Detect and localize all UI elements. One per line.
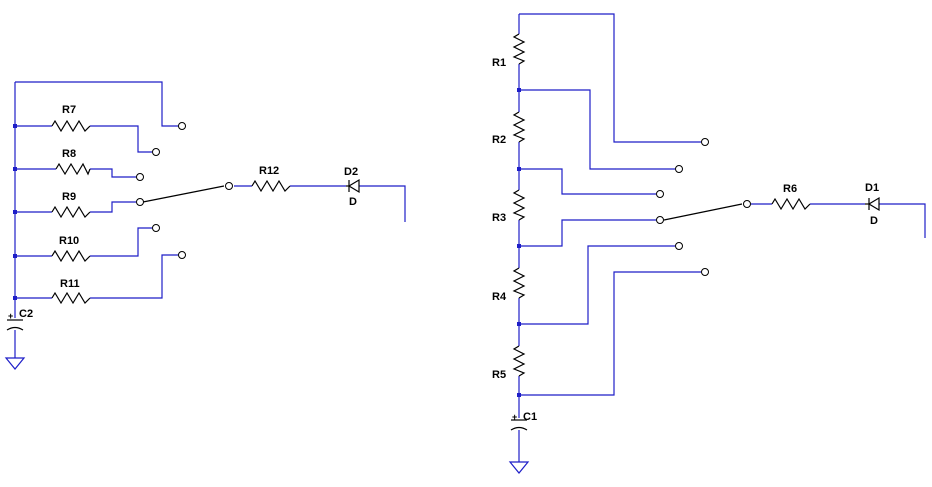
resistor-label: R5 [492, 369, 506, 381]
junction-dot [517, 244, 521, 248]
switch-terminal [701, 138, 709, 146]
resistor-label: R3 [492, 212, 506, 224]
switch-terminal [136, 198, 144, 206]
junction-dot [517, 322, 521, 326]
junction-dot [517, 393, 521, 397]
diode-type-label: D [349, 196, 357, 208]
switch-terminal [675, 165, 683, 173]
switch-terminal [136, 173, 144, 181]
diode-label: D1 [865, 182, 879, 194]
resistor-r11: R11 [51, 278, 91, 305]
switch-terminal [656, 190, 664, 198]
resistor-label: R4 [492, 291, 507, 303]
junction-dot [13, 210, 17, 214]
resistor-r6: R6 [771, 183, 811, 211]
resistor-r3: R3 [492, 189, 526, 224]
resistor-label: R10 [59, 235, 79, 247]
resistor-r4: R4 [492, 267, 526, 303]
junction-dot [13, 124, 17, 128]
left-junctions [13, 124, 17, 300]
capacitor-polarity: + [8, 311, 13, 321]
right-circuit: R1 R2 R3 R4 R5 [492, 13, 926, 474]
resistor-label: R2 [492, 134, 506, 146]
resistor-r1: R1 [492, 33, 526, 69]
resistor-label: R11 [60, 278, 80, 290]
capacitor-c1: + C1 [510, 411, 537, 431]
switch-terminal [178, 251, 186, 259]
diode-d2: D2 D [344, 166, 360, 208]
resistor-r8: R8 [55, 148, 91, 176]
resistor-label: R9 [62, 191, 76, 203]
junction-dot [13, 167, 17, 171]
right-wires [518, 13, 926, 462]
resistor-label: R8 [62, 148, 76, 160]
diode-d1: D1 D [865, 182, 880, 227]
capacitor-label: C2 [19, 308, 33, 320]
switch-common-terminal [743, 200, 751, 208]
switch-terminal [675, 242, 683, 250]
left-circuit: R7 R8 R9 R10 R11 [4, 81, 406, 370]
resistor-label: R7 [62, 104, 76, 116]
resistor-label: R6 [783, 183, 797, 195]
junction-dot [517, 88, 521, 92]
ground-symbol [4, 357, 26, 370]
junction-dot [13, 254, 17, 258]
capacitor-label: C1 [523, 411, 537, 423]
diode-label: D2 [344, 166, 358, 178]
resistor-label: R12 [259, 165, 279, 177]
switch-terminal [656, 216, 664, 224]
capacitor-polarity: + [512, 412, 517, 422]
resistor-r7: R7 [51, 104, 91, 133]
right-junctions [517, 88, 521, 397]
resistor-r5: R5 [492, 345, 526, 381]
resistor-r10: R10 [51, 235, 91, 263]
ground-symbol [508, 461, 530, 474]
switch-terminal [152, 148, 160, 156]
junction-dot [517, 167, 521, 171]
switch-terminal [178, 122, 186, 130]
switch-common-terminal [225, 182, 233, 190]
switch-terminal [701, 268, 709, 276]
diode-type-label: D [870, 215, 878, 227]
left-wires [14, 81, 406, 358]
resistor-r9: R9 [51, 191, 91, 219]
resistor-r2: R2 [492, 111, 526, 146]
resistor-r12: R12 [251, 165, 291, 193]
capacitor-c2: + C2 [6, 308, 33, 331]
switch-terminal [152, 224, 160, 232]
left-rotary-switch [136, 122, 233, 259]
right-rotary-switch [656, 138, 751, 276]
junction-dot [13, 296, 17, 300]
resistor-label: R1 [492, 57, 506, 69]
